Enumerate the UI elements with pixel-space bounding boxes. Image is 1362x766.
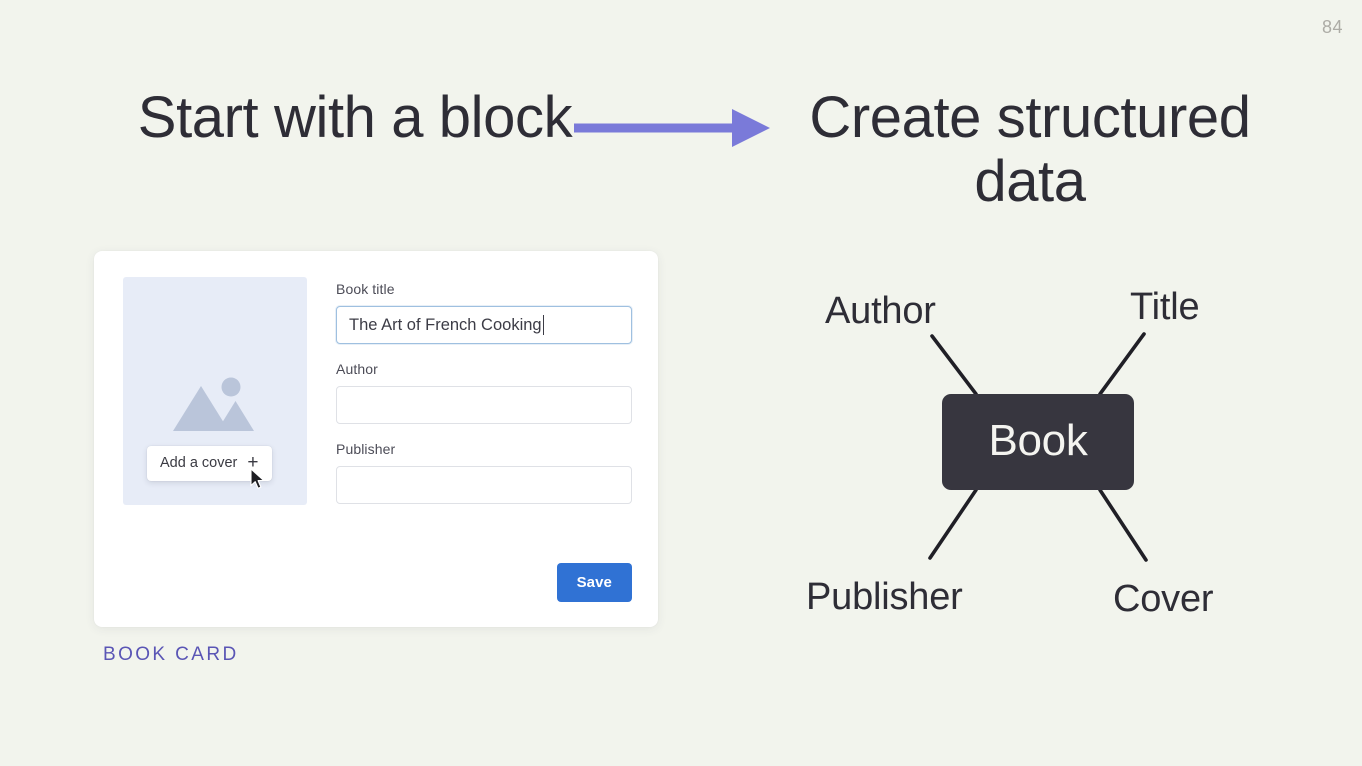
- diagram-label-title: Title: [1130, 286, 1200, 328]
- book-card: Add a cover + Book title The Art of Fren…: [94, 251, 658, 627]
- book-title-input[interactable]: The Art of French Cooking: [336, 306, 632, 344]
- diagram-connector-lines: [928, 332, 1148, 562]
- entity-node-label: Book: [988, 416, 1088, 465]
- diagram-label-author: Author: [825, 290, 936, 332]
- publisher-input[interactable]: [336, 466, 632, 504]
- page-number: 84: [1321, 17, 1343, 37]
- text-caret: [542, 315, 544, 335]
- add-cover-button[interactable]: Add a cover +: [147, 446, 272, 481]
- entity-node-book: Book: [942, 394, 1134, 490]
- author-input[interactable]: [336, 386, 632, 424]
- page-title-right: Create structured data: [809, 85, 1251, 214]
- card-caption: BOOK CARD: [103, 644, 239, 665]
- right-arrow-icon: [572, 104, 772, 152]
- diagram-label-cover: Cover: [1113, 578, 1214, 620]
- field-author: Author: [336, 361, 632, 424]
- diagram-label-publisher: Publisher: [806, 576, 963, 618]
- field-label-publisher: Publisher: [336, 441, 396, 457]
- field-label-book-title: Book title: [336, 281, 395, 297]
- structured-data-diagram: Book Author Title Publisher Cover: [780, 270, 1280, 640]
- page-title-left: Start with a block: [137, 85, 573, 150]
- save-button[interactable]: Save: [556, 563, 632, 602]
- add-cover-label: Add a cover: [160, 455, 238, 471]
- plus-icon: +: [247, 452, 259, 473]
- cover-dropzone[interactable]: Add a cover +: [123, 277, 307, 505]
- card-actions: Save: [336, 563, 632, 602]
- field-label-author: Author: [336, 361, 378, 377]
- book-form: Book title The Art of French Cooking Aut…: [336, 281, 632, 504]
- image-placeholder-icon: [172, 373, 258, 437]
- field-publisher: Publisher: [336, 441, 632, 504]
- field-book-title: Book title The Art of French Cooking: [336, 281, 632, 344]
- book-title-value: The Art of French Cooking: [349, 315, 542, 334]
